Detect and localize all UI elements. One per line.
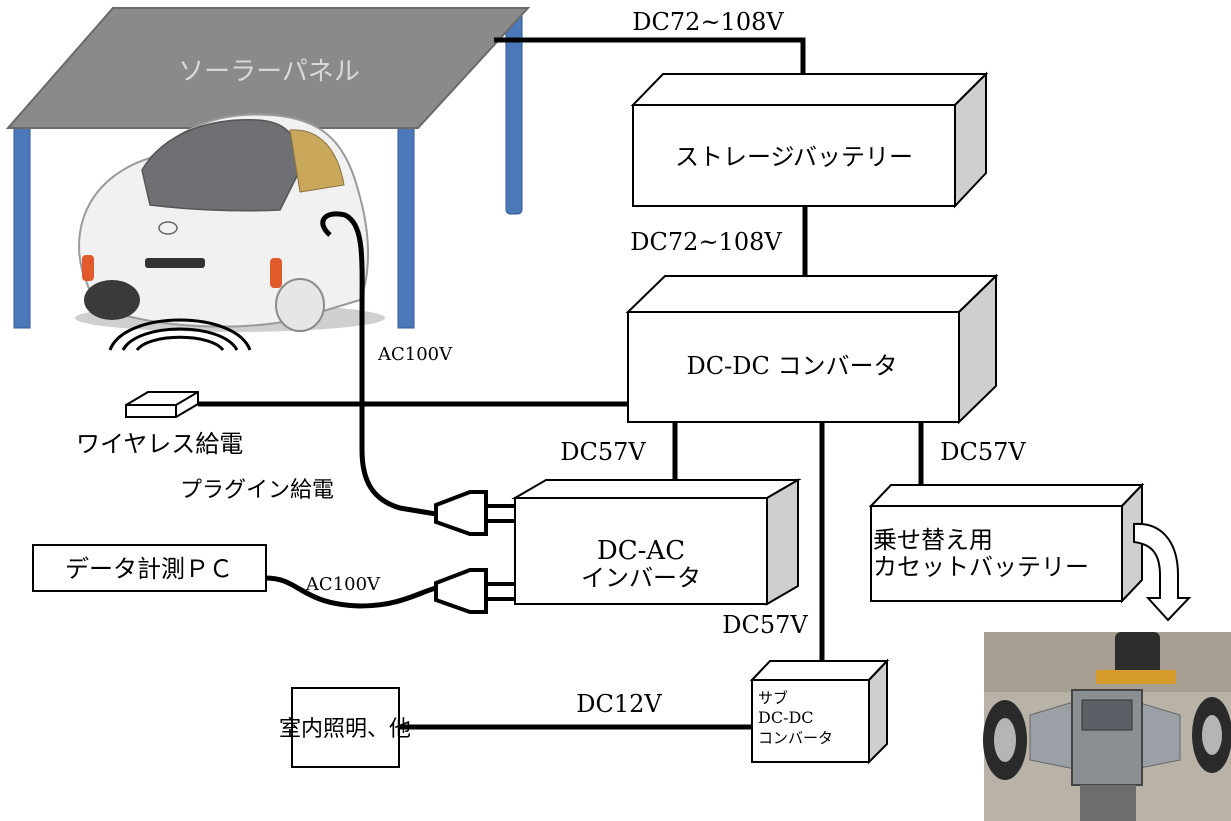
room-light-box: 室内照明、他 xyxy=(279,687,411,768)
chassis-photo xyxy=(983,632,1231,821)
sub-converter-label-2: DC-DC xyxy=(758,708,814,727)
sub-converter-box: サブ DC-DC コンバータ xyxy=(749,658,890,765)
cassette-swap-arrow-icon xyxy=(1133,522,1192,622)
car-wheel-rear xyxy=(275,278,325,332)
carport-pillar-mid xyxy=(397,127,415,329)
car-light-left xyxy=(82,255,94,281)
wire-pc-plugin xyxy=(265,575,437,609)
ev-car-illustration xyxy=(75,113,385,332)
label-solar-storage-voltage: DC72~108V xyxy=(632,8,784,36)
room-light-label: 室内照明、他 xyxy=(279,717,411,742)
sub-converter-label-3: コンバータ xyxy=(758,729,833,747)
cassette-battery-label-1: 乗せ替え用 xyxy=(873,526,993,554)
label-pc-plug-voltage: AC100V xyxy=(305,574,381,595)
wireless-pad xyxy=(125,391,199,418)
cassette-battery-label-2: カセットバッテリー xyxy=(873,553,1089,581)
label-car-plug-voltage: AC100V xyxy=(377,344,453,365)
label-converter-sub-voltage: DC57V xyxy=(722,611,808,639)
car-windshield xyxy=(141,119,301,212)
car-light-right xyxy=(270,258,282,288)
wire-car-plugin xyxy=(320,211,437,517)
cassette-battery-box: 乗せ替え用 カセットバッテリー xyxy=(868,482,1145,604)
solar-panel-label: ソーラーパネル xyxy=(178,57,360,87)
car-emblem xyxy=(158,221,178,235)
car-side-window xyxy=(289,129,345,193)
solar-panel xyxy=(5,7,531,129)
storage-battery-box: ストレージバッテリー xyxy=(630,71,989,209)
label-sub-room-voltage: DC12V xyxy=(576,690,662,718)
dcac-inverter-label-2: インバータ xyxy=(581,564,701,592)
plugin-label: プラグイン給電 xyxy=(180,478,334,503)
label-converter-cassette-voltage: DC57V xyxy=(940,438,1026,466)
dcdc-converter-label: DC-DC コンバータ xyxy=(687,352,898,380)
dcdc-converter-box: DC-DC コンバータ xyxy=(625,273,999,425)
label-storage-converter-voltage: DC72~108V xyxy=(630,228,782,256)
data-pc-box: データ計測ＰＣ xyxy=(32,544,267,592)
plug-pc-icon xyxy=(434,568,515,614)
label-converter-inverter-voltage: DC57V xyxy=(560,438,646,466)
sub-converter-label-1: サブ xyxy=(758,689,788,707)
data-pc-label: データ計測ＰＣ xyxy=(65,555,233,583)
wireless-waves-icon xyxy=(108,318,252,352)
solar-carport: ソーラーパネル xyxy=(5,7,531,329)
car-wheel-front xyxy=(84,280,140,320)
dcac-inverter-label-1: DC-AC xyxy=(597,536,685,566)
dcac-inverter-box: DC-AC インバータ xyxy=(511,478,802,606)
car-grille xyxy=(145,258,205,268)
storage-battery-label: ストレージバッテリー xyxy=(675,143,913,171)
wireless-label: ワイヤレス給電 xyxy=(76,430,243,458)
plug-car-icon xyxy=(434,490,515,536)
carport-pillar-left xyxy=(13,127,31,329)
wires xyxy=(198,37,924,730)
